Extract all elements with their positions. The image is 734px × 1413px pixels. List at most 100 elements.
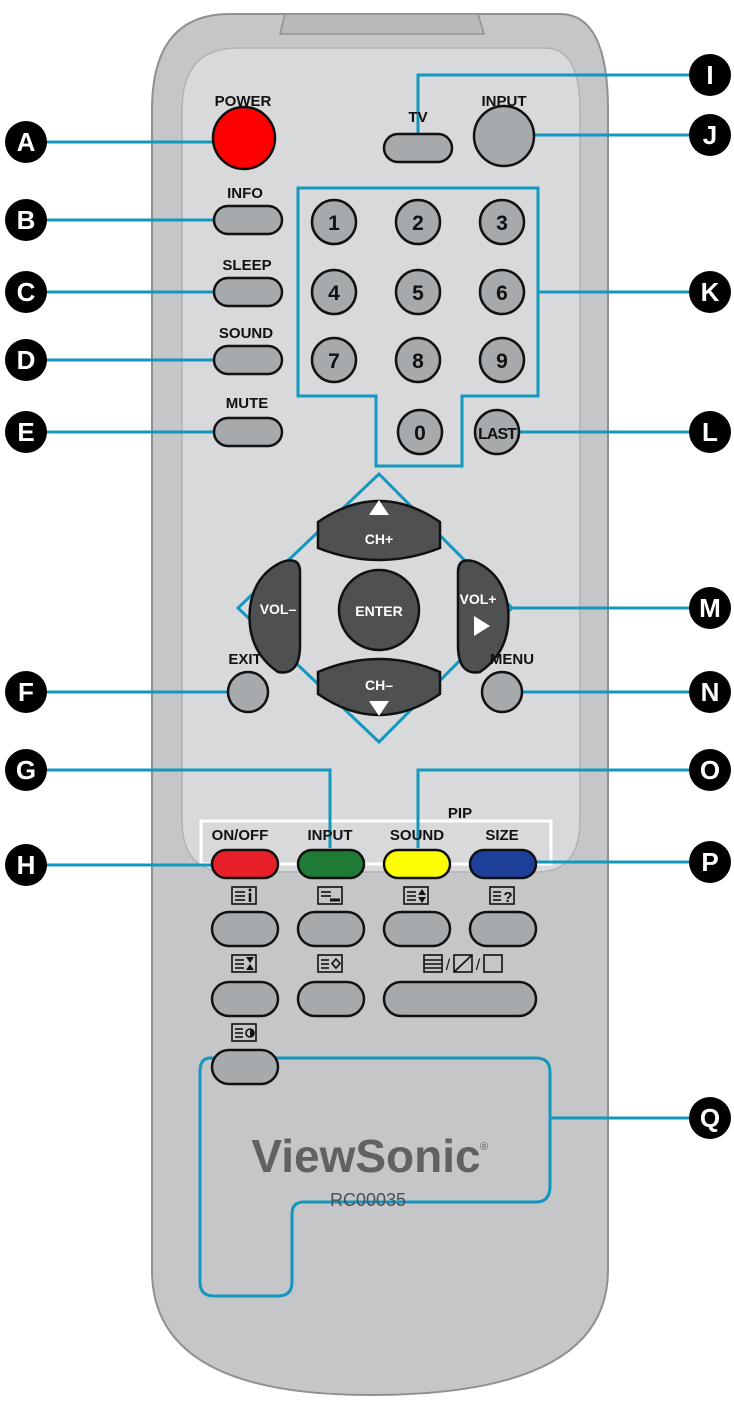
callout-a: A bbox=[5, 121, 47, 163]
svg-text:L: L bbox=[702, 417, 718, 447]
callouts: A B C D E F G H I J K L M N O P Q bbox=[5, 54, 731, 1139]
teletext-subpage-button[interactable] bbox=[296, 980, 366, 1018]
keypad-frame bbox=[296, 186, 540, 468]
exit-label: EXIT bbox=[228, 651, 261, 668]
arrow-down-icon bbox=[369, 701, 389, 716]
teletext-size-icon bbox=[403, 886, 429, 905]
sleep-button[interactable] bbox=[212, 276, 284, 308]
teletext-index-button[interactable] bbox=[210, 910, 280, 948]
svg-text:J: J bbox=[703, 120, 717, 150]
teletext-reveal-button[interactable] bbox=[468, 910, 538, 948]
callout-lines bbox=[40, 73, 700, 1120]
callout-d: D bbox=[5, 339, 47, 381]
key-3[interactable]: 3 bbox=[478, 198, 526, 246]
teletext-reveal-icon: ? bbox=[489, 886, 515, 906]
svg-text:Q: Q bbox=[700, 1103, 720, 1133]
teletext-subtitle-button[interactable] bbox=[296, 910, 366, 948]
svg-text:E: E bbox=[17, 417, 34, 447]
callout-i: I bbox=[689, 54, 731, 96]
svg-text:2: 2 bbox=[412, 212, 424, 235]
menu-button[interactable] bbox=[480, 670, 524, 714]
teletext-subpage-icon bbox=[317, 954, 343, 973]
input-label: INPUT bbox=[482, 93, 527, 110]
key-6[interactable]: 6 bbox=[478, 268, 526, 316]
key-9[interactable]: 9 bbox=[478, 336, 526, 384]
vol-down-button[interactable]: VOL– bbox=[248, 559, 302, 674]
callout-e: E bbox=[5, 411, 47, 453]
power-label: POWER bbox=[215, 93, 272, 110]
svg-text:N: N bbox=[701, 677, 720, 707]
svg-text:CH+: CH+ bbox=[365, 531, 393, 547]
teletext-cancel-button[interactable] bbox=[210, 1048, 280, 1086]
svg-text:CH–: CH– bbox=[365, 677, 393, 693]
pip-on-off-button[interactable] bbox=[210, 848, 280, 880]
svg-text:3: 3 bbox=[496, 212, 508, 235]
callout-f: F bbox=[5, 671, 47, 713]
svg-text:ENTER: ENTER bbox=[355, 603, 402, 619]
teletext-hold-icon bbox=[231, 954, 257, 973]
input-button[interactable] bbox=[472, 104, 536, 168]
pip-size-button[interactable] bbox=[468, 848, 538, 880]
model-number: RC00035 bbox=[330, 1190, 406, 1210]
key-7[interactable]: 7 bbox=[310, 336, 358, 384]
keypad: 1 2 3 4 5 6 7 8 9 0 LAST bbox=[310, 198, 526, 456]
key-5[interactable]: 5 bbox=[394, 268, 442, 316]
callout-p: P bbox=[689, 841, 731, 883]
svg-text:1: 1 bbox=[328, 212, 340, 235]
info-button[interactable] bbox=[212, 204, 284, 236]
mute-button[interactable] bbox=[212, 416, 284, 448]
svg-text:K: K bbox=[701, 277, 720, 307]
pip-input-button[interactable] bbox=[296, 848, 366, 880]
svg-text:I: I bbox=[706, 60, 713, 90]
sound-button[interactable] bbox=[212, 344, 284, 376]
svg-text:/: / bbox=[446, 957, 451, 974]
callout-m: M bbox=[689, 587, 731, 629]
callout-l: L bbox=[689, 411, 731, 453]
callout-o: O bbox=[689, 749, 731, 791]
teletext-frame bbox=[198, 1056, 552, 1298]
key-8[interactable]: 8 bbox=[394, 336, 442, 384]
pip-input-label: INPUT bbox=[308, 827, 353, 844]
svg-text:0: 0 bbox=[414, 422, 426, 445]
svg-text:?: ? bbox=[503, 889, 512, 906]
svg-text:F: F bbox=[18, 677, 34, 707]
key-1[interactable]: 1 bbox=[310, 198, 358, 246]
callout-j: J bbox=[689, 114, 731, 156]
callout-k: K bbox=[689, 271, 731, 313]
teletext-size-button[interactable] bbox=[382, 910, 452, 948]
arrow-up-icon bbox=[369, 500, 389, 515]
pip-size-label: SIZE bbox=[485, 827, 518, 844]
callout-c: C bbox=[5, 271, 47, 313]
svg-text:8: 8 bbox=[412, 350, 424, 373]
teletext-mix-button[interactable] bbox=[382, 980, 538, 1018]
power-button[interactable] bbox=[211, 105, 277, 171]
last-button[interactable]: LAST bbox=[473, 408, 521, 456]
key-0[interactable]: 0 bbox=[396, 408, 444, 456]
ch-up-button[interactable]: CH+ bbox=[316, 499, 442, 562]
callout-q: Q bbox=[689, 1097, 731, 1139]
svg-text:A: A bbox=[17, 127, 36, 157]
teletext-hold-button[interactable] bbox=[210, 980, 280, 1018]
svg-text:VOL–: VOL– bbox=[260, 601, 297, 617]
enter-button[interactable]: ENTER bbox=[337, 568, 421, 652]
key-4[interactable]: 4 bbox=[310, 268, 358, 316]
callout-h: H bbox=[5, 844, 47, 886]
pip-sound-button[interactable] bbox=[382, 848, 452, 880]
key-2[interactable]: 2 bbox=[394, 198, 442, 246]
vol-up-button[interactable]: VOL+ bbox=[456, 559, 510, 674]
svg-text:H: H bbox=[17, 850, 36, 880]
ch-down-button[interactable]: CH– bbox=[316, 657, 442, 717]
exit-button[interactable] bbox=[226, 670, 270, 714]
svg-text:7: 7 bbox=[328, 350, 340, 373]
svg-text:9: 9 bbox=[496, 350, 508, 373]
sleep-label: SLEEP bbox=[222, 257, 271, 274]
svg-text:D: D bbox=[17, 345, 36, 375]
teletext-cancel-icon bbox=[483, 954, 503, 973]
registered-mark: ® bbox=[480, 1141, 488, 1153]
svg-text:VOL+: VOL+ bbox=[460, 591, 497, 607]
svg-text:5: 5 bbox=[412, 282, 424, 305]
info-label: INFO bbox=[227, 185, 263, 202]
tv-button[interactable] bbox=[382, 132, 454, 164]
tv-label: TV bbox=[408, 109, 427, 126]
